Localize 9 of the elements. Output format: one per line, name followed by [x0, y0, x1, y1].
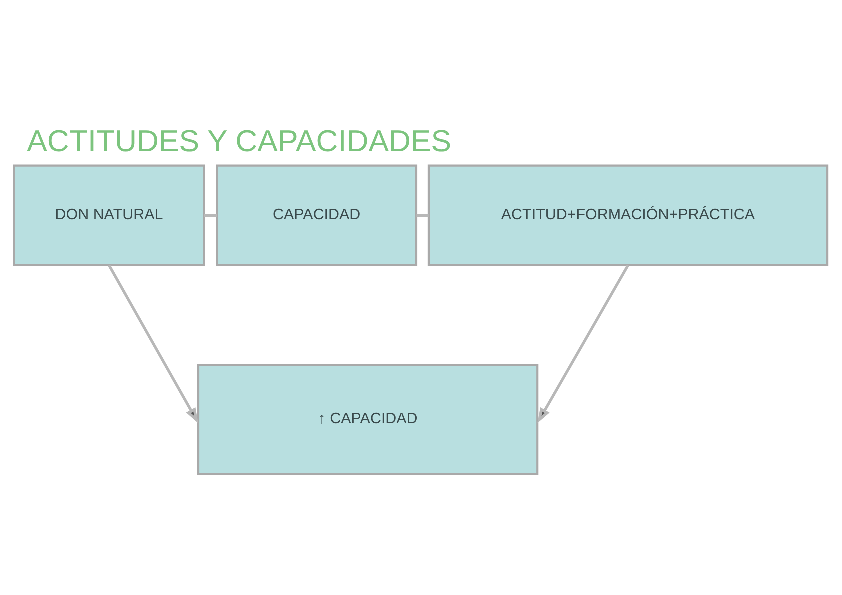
arrow — [538, 264, 630, 423]
diagram-title: ACTITUDES Y CAPACIDADES — [27, 124, 452, 158]
node-box: CAPACIDAD — [216, 164, 418, 266]
node-box: ACTITUD+FORMACIÓN+PRÁCTICA — [428, 164, 829, 266]
connector — [204, 214, 217, 217]
arrow — [108, 264, 198, 423]
node-box: ↑ CAPACIDAD — [197, 364, 539, 475]
node-box: DON NATURAL — [13, 164, 206, 266]
connector — [416, 214, 429, 217]
